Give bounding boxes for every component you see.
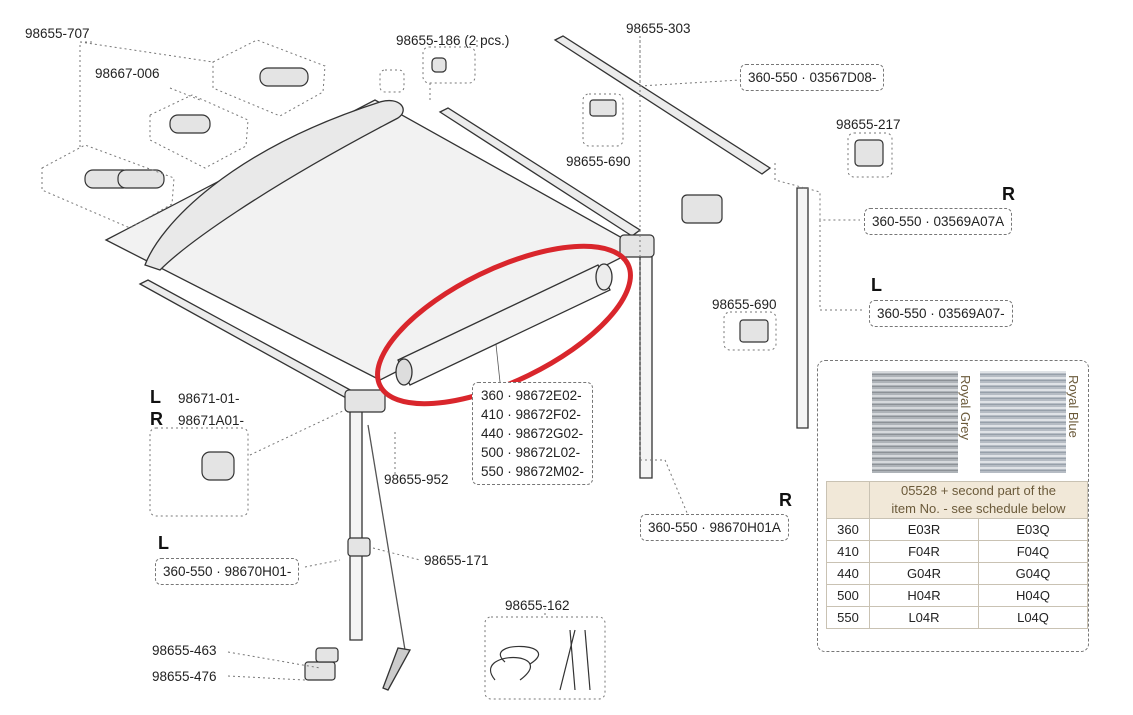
fabric-schedule-table: 05528 + second part of the item No. - se…: [826, 481, 1088, 629]
table-row: 360 E03R E03Q: [826, 518, 1088, 541]
part-label-98655-476: 98655-476: [152, 669, 217, 684]
part-label-98655-217: 98655-217: [836, 117, 901, 132]
part-label-98655-171: 98655-171: [424, 553, 489, 568]
royal-grey-swatch: [872, 371, 958, 473]
blue-code-cell: L04Q: [978, 606, 1088, 629]
tube-part-360: 360 · 98672E02-: [481, 388, 582, 403]
part-label-98655-707: 98655-707: [25, 26, 90, 41]
grey-code-cell: F04R: [869, 540, 979, 563]
table-header-line: 05528 + second part of the: [900, 483, 1057, 498]
size-cell: 410: [826, 540, 870, 563]
part-box-03569A07: 360-550 · 03569A07-: [869, 300, 1013, 327]
fabric-schedule-panel: Royal Grey Royal Blue 05528 + second par…: [817, 360, 1089, 652]
part-label-98655-690-top: 98655-690: [566, 154, 631, 169]
part-box-98670H01A: 360-550 · 98670H01A: [640, 514, 789, 541]
small-hardware: [84, 57, 884, 691]
part-label-98667-006: 98667-006: [95, 66, 160, 81]
tube-part-440: 440 · 98672G02-: [481, 426, 584, 441]
part-label-98671A01: 98671A01-: [178, 413, 245, 428]
blue-code-cell: H04Q: [978, 584, 1088, 607]
table-row: 550 L04R L04Q: [826, 606, 1088, 629]
part-label-98655-162: 98655-162: [505, 598, 570, 613]
part-label-98655-303: 98655-303: [626, 21, 691, 36]
tube-part-550: 550 · 98672M02-: [481, 464, 584, 479]
side-mark-right: R: [779, 490, 792, 510]
side-mark-left: L: [158, 533, 169, 553]
size-cell: 360: [826, 518, 870, 541]
royal-blue-swatch: [980, 371, 1066, 473]
grey-code-cell: H04R: [869, 584, 979, 607]
part-label-98655-186: 98655-186 (2 pcs.): [396, 33, 510, 48]
part-box-03569A07A: 360-550 · 03569A07A: [864, 208, 1013, 235]
tube-part-500: 500 · 98672L02-: [481, 445, 581, 460]
part-label-98671-01: 98671-01-: [178, 391, 240, 406]
table-row: 440 G04R G04Q: [826, 562, 1088, 585]
blue-code-cell: E03Q: [978, 518, 1088, 541]
highlight-ellipse: [375, 243, 633, 407]
size-cell: 500: [826, 584, 870, 607]
part-label-98655-463: 98655-463: [152, 643, 217, 658]
side-mark-right: R: [150, 409, 163, 429]
royal-blue-label: Royal Blue: [1066, 375, 1081, 438]
blue-code-cell: G04Q: [978, 562, 1088, 585]
roller-tube-part-list: 360 · 98672E02- 410 · 98672F02- 440 · 98…: [472, 382, 593, 485]
table-row: 410 F04R F04Q: [826, 540, 1088, 563]
grey-code-cell: E03R: [869, 518, 979, 541]
dashed-part-groups: [41, 36, 893, 700]
part-box-98670H01: 360-550 · 98670H01-: [155, 558, 300, 585]
side-mark-left: L: [871, 275, 882, 295]
side-mark-left: L: [150, 387, 161, 407]
table-header-row: 05528 + second part of the item No. - se…: [826, 481, 1088, 519]
side-mark-right: R: [1002, 184, 1015, 204]
roller-tube: [395, 263, 613, 386]
table-header-line: item No. - see schedule below: [891, 501, 1066, 516]
grey-code-cell: G04R: [869, 562, 979, 585]
table-header-cell: 05528 + second part of the item No. - se…: [869, 481, 1088, 519]
size-cell: 440: [826, 562, 870, 585]
support-legs: [349, 187, 809, 691]
part-label-98655-952: 98655-952: [384, 472, 449, 487]
table-corner-cell: [826, 481, 870, 519]
table-row: 500 H04R H04Q: [826, 584, 1088, 607]
blue-code-cell: F04Q: [978, 540, 1088, 563]
part-label-98655-690-mid: 98655-690: [712, 297, 777, 312]
grey-code-cell: L04R: [869, 606, 979, 629]
part-box-03567D08: 360-550 · 03567D08-: [740, 64, 885, 91]
awning-canvas: [104, 99, 642, 381]
size-cell: 550: [826, 606, 870, 629]
royal-grey-label: Royal Grey: [958, 375, 973, 441]
tube-part-410: 410 · 98672F02-: [481, 407, 581, 422]
